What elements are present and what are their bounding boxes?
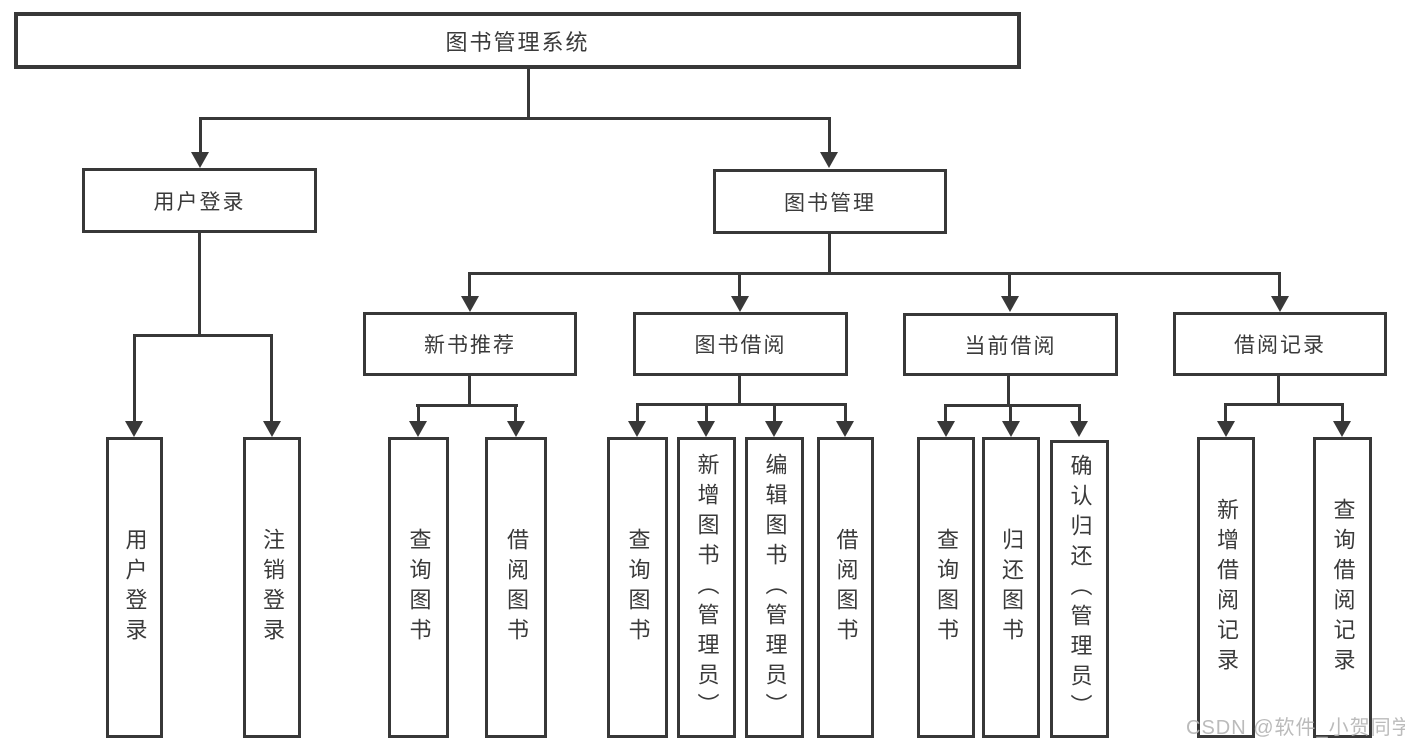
node-label: 图书管理 bbox=[784, 191, 876, 215]
arrowhead bbox=[1333, 421, 1351, 437]
connector-line bbox=[705, 403, 708, 421]
arrowhead bbox=[1002, 421, 1020, 437]
leaf-query-books-current: 查询图书 bbox=[917, 437, 975, 738]
leaf-logout: 注销登录 bbox=[243, 437, 301, 738]
arrowhead bbox=[1001, 296, 1019, 312]
connector-line bbox=[738, 376, 741, 406]
leaf-label: 注销登录 bbox=[260, 527, 285, 648]
connector-line bbox=[133, 334, 136, 421]
arrowhead bbox=[507, 421, 525, 437]
arrowhead bbox=[1271, 296, 1289, 312]
connector-root-stem bbox=[527, 68, 530, 118]
node-label: 借阅记录 bbox=[1234, 334, 1326, 357]
node-label: 当前借阅 bbox=[964, 334, 1057, 358]
leaf-label: 借阅图书 bbox=[833, 527, 859, 648]
connector-rail bbox=[1224, 403, 1344, 406]
node-user-login: 用户登录 bbox=[82, 168, 317, 233]
node-book-borrowing: 图书借阅 bbox=[633, 312, 848, 376]
node-label: 新书推荐 bbox=[424, 334, 516, 357]
connector-line bbox=[828, 117, 831, 153]
arrowhead bbox=[461, 296, 479, 312]
connector-level3-rail bbox=[469, 272, 1281, 275]
arrowhead bbox=[697, 421, 715, 437]
arrowhead bbox=[628, 421, 646, 437]
arrowhead bbox=[765, 421, 783, 437]
arrowhead bbox=[263, 421, 281, 437]
arrowhead bbox=[937, 421, 955, 437]
arrowhead bbox=[836, 421, 854, 437]
leaf-add-borrow-record: 新增借阅记录 bbox=[1197, 437, 1255, 738]
connector-line bbox=[1278, 272, 1281, 296]
leaf-add-books-admin: 新增图书（管理员） bbox=[677, 437, 736, 738]
connector-line bbox=[773, 403, 776, 421]
node-library-management-system: 图书管理系统 bbox=[14, 12, 1021, 69]
connector-user-login-rail bbox=[133, 334, 273, 337]
connector-line bbox=[944, 404, 947, 421]
leaf-label: 查询图书 bbox=[934, 527, 959, 648]
leaf-query-borrow-record: 查询借阅记录 bbox=[1313, 437, 1372, 738]
leaf-label: 编辑图书（管理员） bbox=[762, 452, 788, 723]
node-label: 用户登录 bbox=[153, 190, 246, 214]
leaf-label: 查询借阅记录 bbox=[1330, 497, 1356, 678]
leaf-label: 归还图书 bbox=[999, 527, 1024, 648]
leaf-edit-books-admin: 编辑图书（管理员） bbox=[745, 437, 804, 738]
connector-line bbox=[1008, 272, 1011, 296]
connector-level2-rail bbox=[199, 117, 831, 120]
arrowhead bbox=[731, 296, 749, 312]
node-new-book-recommendation: 新书推荐 bbox=[363, 312, 577, 376]
connector-line bbox=[1078, 404, 1081, 421]
leaf-label: 新增借阅记录 bbox=[1214, 497, 1239, 678]
arrowhead bbox=[125, 421, 143, 437]
leaf-borrow-books: 借阅图书 bbox=[817, 437, 874, 738]
leaf-query-books-recommend: 查询图书 bbox=[388, 437, 449, 738]
arrowhead bbox=[820, 152, 838, 168]
node-borrowing-records: 借阅记录 bbox=[1173, 312, 1387, 376]
connector-line bbox=[417, 404, 420, 421]
connector-line bbox=[1341, 403, 1344, 421]
connector-line bbox=[738, 272, 741, 296]
leaf-label: 确认归还（管理员） bbox=[1067, 454, 1093, 724]
connector-line bbox=[636, 403, 639, 421]
connector-book-management-stem bbox=[828, 234, 831, 275]
connector-line bbox=[1009, 404, 1012, 421]
arrowhead bbox=[1217, 421, 1235, 437]
node-book-management: 图书管理 bbox=[713, 169, 947, 234]
node-label: 图书借阅 bbox=[694, 334, 787, 357]
connector-user-login-stem bbox=[198, 233, 201, 337]
leaf-label: 用户登录 bbox=[122, 527, 148, 648]
connector-line bbox=[1277, 376, 1280, 406]
connector-line bbox=[468, 376, 471, 407]
connector-rail bbox=[636, 403, 847, 406]
leaf-borrow-books-recommend: 借阅图书 bbox=[485, 437, 547, 738]
connector-line bbox=[199, 117, 202, 153]
leaf-return-books: 归还图书 bbox=[982, 437, 1040, 738]
connector-line bbox=[1007, 376, 1010, 407]
node-label: 图书管理系统 bbox=[445, 29, 590, 55]
connector-line bbox=[468, 272, 471, 296]
connector-line bbox=[270, 334, 273, 421]
leaf-confirm-return-admin: 确认归还（管理员） bbox=[1050, 440, 1109, 738]
node-current-borrowing: 当前借阅 bbox=[903, 313, 1118, 376]
leaf-label: 新增图书（管理员） bbox=[694, 452, 720, 723]
leaf-label: 借阅图书 bbox=[504, 527, 529, 648]
csdn-watermark: CSDN @软件_小贺同学 bbox=[1186, 717, 1405, 739]
leaf-label: 查询图书 bbox=[406, 527, 432, 648]
connector-line bbox=[514, 404, 517, 421]
connector-line bbox=[844, 403, 847, 421]
connector-line bbox=[1224, 403, 1227, 421]
arrowhead bbox=[409, 421, 427, 437]
connector-rail bbox=[416, 404, 518, 407]
leaf-label: 查询图书 bbox=[625, 527, 651, 648]
leaf-query-books-borrow: 查询图书 bbox=[607, 437, 668, 738]
arrowhead bbox=[191, 152, 209, 168]
arrowhead bbox=[1070, 421, 1088, 437]
leaf-user-login: 用户登录 bbox=[106, 437, 163, 738]
connector-rail bbox=[944, 404, 1081, 407]
